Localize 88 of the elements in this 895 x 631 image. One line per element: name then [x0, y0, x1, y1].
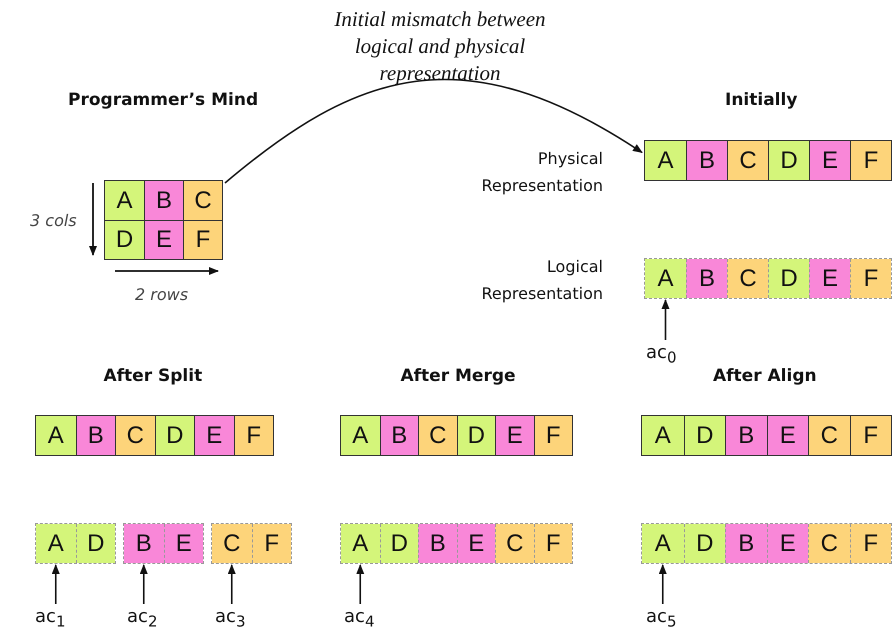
pointer-label: ac$_{4}$	[344, 606, 374, 631]
memory-cell: A	[341, 524, 380, 563]
memory-cell: D	[456, 416, 495, 455]
memory-cell: A	[341, 416, 380, 455]
memory-cell: D	[768, 141, 809, 180]
memory-cell: A	[36, 416, 76, 455]
memory-cell: F	[534, 416, 572, 455]
memory-cell: B	[124, 524, 164, 563]
pointer-label: ac$_{0}$	[646, 342, 676, 367]
section-heading: After Split	[104, 366, 202, 386]
pointer-label: ac$_{3}$	[215, 606, 246, 631]
section-heading: After Align	[713, 366, 817, 386]
memory-cell: A	[645, 141, 686, 180]
axis-label: 2 rows	[135, 285, 188, 304]
array-bar	[641, 523, 892, 564]
memory-cell: F	[850, 524, 891, 563]
memory-cell: D	[768, 259, 809, 298]
memory-cell: B	[725, 524, 766, 563]
memory-cell: B	[418, 524, 456, 563]
memory-cell: A	[36, 524, 76, 563]
pointer-arrow	[658, 564, 667, 604]
pointer-arrow	[52, 564, 60, 604]
memory-cell: E	[456, 524, 495, 563]
pointer-arrow	[228, 564, 236, 604]
memory-cell: A	[642, 524, 684, 563]
pointer-arrow	[662, 299, 670, 340]
memory-cell: B	[686, 141, 727, 180]
memory-cell: A	[105, 181, 144, 220]
section-heading: Programmer’s Mind	[68, 90, 258, 110]
pointer-label: ac$_{1}$	[35, 606, 66, 631]
memory-cell: B	[380, 416, 418, 455]
pointer-label: ac$_{5}$	[646, 606, 676, 631]
memory-cell: A	[645, 259, 686, 298]
memory-cell: E	[809, 259, 850, 298]
array-bar	[35, 523, 116, 564]
memory-cell: D	[105, 220, 144, 259]
curved-arrow	[224, 78, 643, 184]
memory-cell: E	[144, 220, 183, 259]
memory-cell: C	[115, 416, 154, 455]
memory-cell: F	[534, 524, 572, 563]
array-bar	[644, 258, 892, 299]
memory-cell: A	[642, 416, 684, 455]
memory-cell: B	[725, 416, 766, 455]
array-bar	[641, 415, 892, 456]
pointer-label: ac$_{2}$	[127, 606, 158, 631]
array-bar	[340, 415, 573, 456]
memory-cell: F	[252, 524, 291, 563]
memory-cell: E	[766, 416, 808, 455]
array-bar	[340, 523, 573, 564]
memory-cell: E	[164, 524, 203, 563]
memory-cell: C	[212, 524, 252, 563]
array-bar	[644, 140, 892, 181]
pointer-arrow	[140, 564, 148, 604]
memory-cell: F	[183, 220, 222, 259]
section-heading: After Merge	[400, 366, 516, 386]
memory-cell: E	[766, 524, 808, 563]
memory-cell: F	[850, 141, 891, 180]
section-heading: Initially	[725, 90, 798, 110]
edge-label: Initial mismatch between logical and physical representation	[333, 6, 547, 87]
row-label: Logical Representation	[480, 256, 603, 305]
array-bar	[123, 523, 204, 564]
memory-cell: D	[154, 416, 194, 455]
memory-cell: B	[686, 259, 727, 298]
memory-cell: C	[727, 141, 768, 180]
grid-frame	[104, 180, 223, 260]
memory-cell: E	[495, 416, 534, 455]
memory-cell: D	[76, 524, 115, 563]
memory-cell: E	[809, 141, 850, 180]
row-label: Physical Representation	[480, 148, 603, 197]
memory-cell: D	[684, 416, 725, 455]
axis-label: 3 cols	[30, 211, 77, 230]
memory-cell: C	[808, 524, 850, 563]
memory-cell: D	[684, 524, 725, 563]
array-bar	[211, 523, 292, 564]
array-bar	[35, 415, 274, 456]
memory-cell: F	[850, 416, 891, 455]
pointer-arrow	[356, 564, 364, 604]
memory-cell: F	[234, 416, 273, 455]
memory-cell: F	[850, 259, 891, 298]
memory-cell: C	[183, 181, 222, 220]
memory-cell: C	[727, 259, 768, 298]
memory-cell: D	[380, 524, 418, 563]
memory-cell: C	[418, 416, 456, 455]
memory-cell: B	[76, 416, 115, 455]
memory-cell: B	[144, 181, 183, 220]
memory-cell: C	[808, 416, 850, 455]
memory-cell: C	[495, 524, 534, 563]
memory-cell: E	[194, 416, 234, 455]
